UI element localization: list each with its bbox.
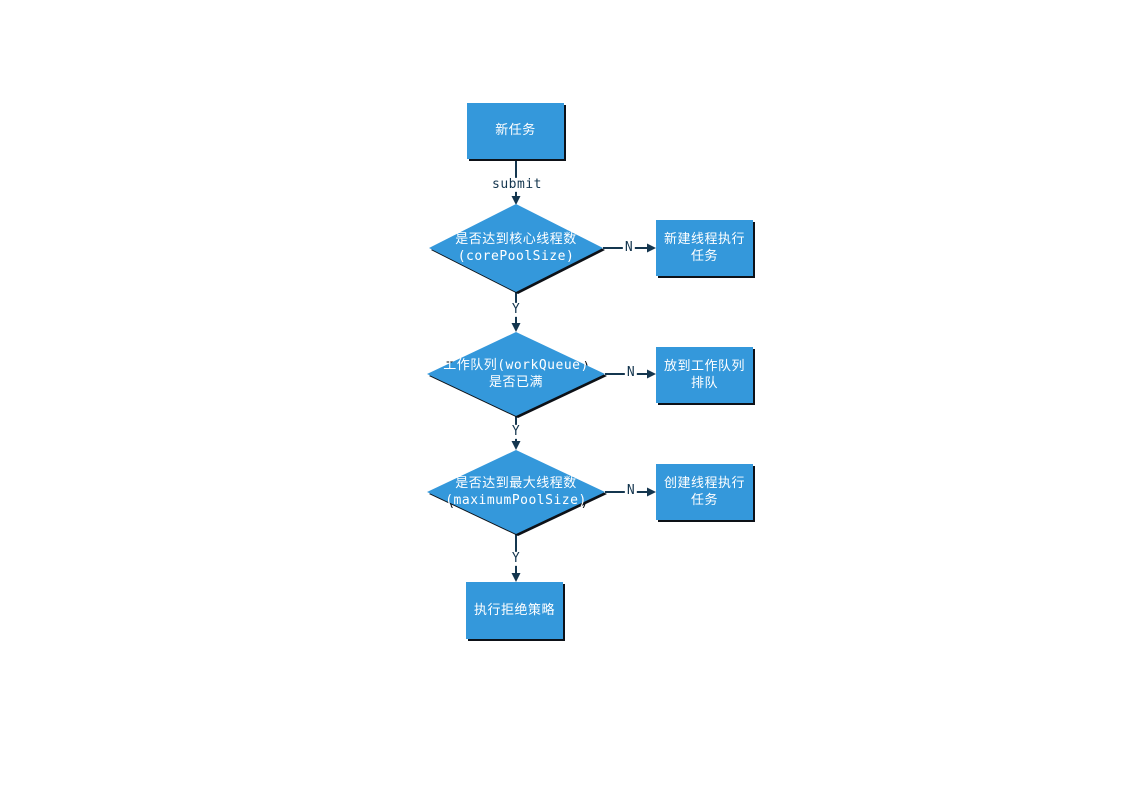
create-thread-exec-label: 创建线程执行 任务 [663,475,745,508]
enqueue-work-queue-label: 放到工作队列 排队 [663,358,745,391]
node-work-queue-check: 工作队列(workQueue) 是否已满 [427,332,605,416]
edge-label-core-check-yes: Y [509,301,523,318]
edge-label-queue-check-yes: Y [509,423,523,440]
arrow-head-icon [511,573,521,582]
arrow-head-icon [511,196,521,205]
core-pool-check-label: 是否达到核心线程数 (corePoolSize) [455,231,577,264]
node-new-task: 新任务 [467,103,564,159]
edge-label-max-check-yes: Y [509,550,523,567]
work-queue-check-label: 工作队列(workQueue) 是否已满 [443,357,589,390]
arrow-head-icon [647,369,656,379]
max-pool-check-label: 是否达到最大线程数 (maximumPoolSize) [445,475,587,508]
edge-label-submit: submit [490,176,544,193]
node-reject-policy: 执行拒绝策略 [466,582,563,639]
new-task-label: 新任务 [495,123,536,139]
arrow-head-icon [511,441,521,450]
edge-label-queue-check-no: N [624,364,638,381]
node-enqueue-work-queue: 放到工作队列 排队 [656,347,753,403]
edge-label-max-check-no: N [624,482,638,499]
reject-policy-label: 执行拒绝策略 [473,602,555,618]
node-create-thread-exec: 创建线程执行 任务 [656,464,753,520]
node-core-pool-check: 是否达到核心线程数 (corePoolSize) [429,204,603,292]
arrow-head-icon [511,323,521,332]
arrow-head-icon [647,243,656,253]
new-thread-exec-label: 新建线程执行 任务 [663,231,745,264]
node-new-thread-exec: 新建线程执行 任务 [656,220,753,276]
arrow-head-icon [647,487,656,497]
edge-label-core-check-no: N [622,239,636,256]
node-max-pool-check: 是否达到最大线程数 (maximumPoolSize) [427,450,605,534]
